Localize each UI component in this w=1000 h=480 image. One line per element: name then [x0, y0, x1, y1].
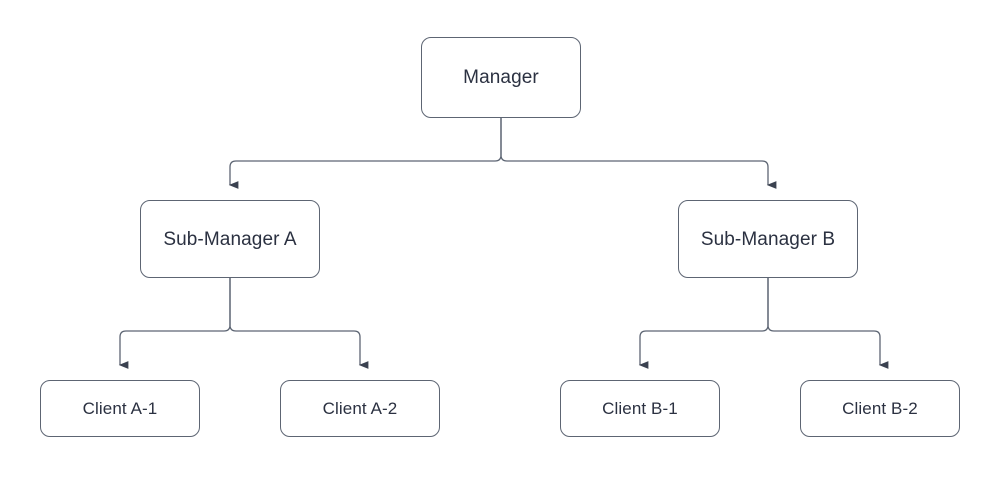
edge-sub-a-to-client-a1: [118, 278, 231, 369]
node-sub-manager-a-label: Sub-Manager A: [163, 228, 297, 250]
node-client-a2-label: Client A-2: [322, 399, 398, 418]
edge-sub-b-to-client-b1: [638, 278, 769, 369]
node-client-b1[interactable]: Client B-1: [560, 380, 720, 437]
node-sub-manager-b[interactable]: Sub-Manager B: [678, 200, 858, 278]
edge-manager-to-sub-a: [228, 118, 502, 189]
node-sub-manager-a[interactable]: Sub-Manager A: [140, 200, 320, 278]
node-client-a2[interactable]: Client A-2: [280, 380, 440, 437]
node-manager-label: Manager: [463, 67, 539, 88]
node-client-a1[interactable]: Client A-1: [40, 380, 200, 437]
edge-sub-b-to-client-b2: [767, 278, 889, 369]
edge-sub-a-to-client-a2: [229, 278, 369, 369]
node-manager[interactable]: Manager: [421, 37, 581, 118]
node-sub-manager-b-label: Sub-Manager B: [700, 228, 836, 250]
node-client-b1-label: Client B-1: [602, 399, 678, 418]
node-client-b2[interactable]: Client B-2: [800, 380, 960, 437]
edge-manager-to-sub-b: [500, 118, 777, 189]
node-client-a1-label: Client A-1: [82, 399, 158, 418]
node-client-b2-label: Client B-2: [842, 399, 918, 418]
